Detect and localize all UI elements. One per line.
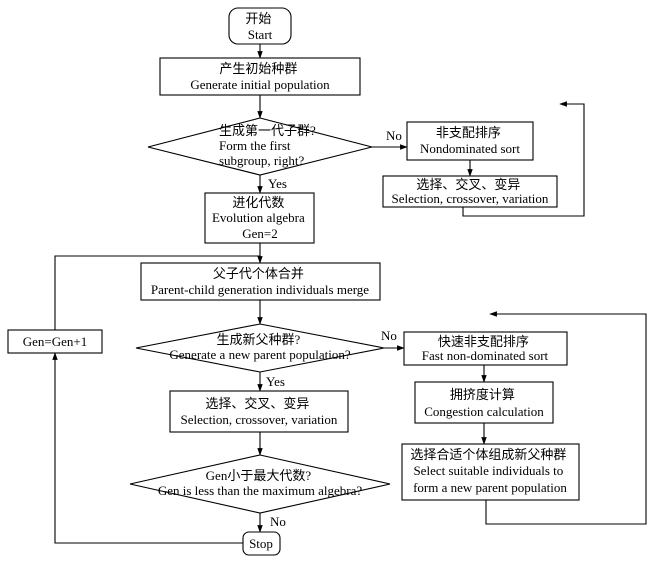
generate-population-box <box>159 57 361 96</box>
edge-gen-increment-to-merge <box>54 255 260 330</box>
yes-label-1: Yes <box>268 176 287 191</box>
stop-terminal <box>242 531 281 556</box>
nondominated-sort-box <box>406 121 534 161</box>
stop-label: Stop <box>249 536 273 551</box>
first-subgroup-decision <box>147 117 373 176</box>
edge-decision3-yes-loop <box>52 352 243 544</box>
fast-sort-label: 快速非支配排序 Fast non-dominated sort <box>422 334 549 363</box>
selection-top-box <box>382 175 558 208</box>
start-terminal <box>228 7 292 45</box>
connectors <box>52 44 647 544</box>
no-label-1: No <box>386 128 402 143</box>
gen-increment-box <box>7 329 103 354</box>
merge-label: 父子代个体合并 Parent-child generation individu… <box>151 266 369 297</box>
yes-label-2: Yes <box>266 374 285 389</box>
generate-population-label: 产生初始种群 Generate initial population <box>190 61 330 92</box>
nondominated-sort-label: 非支配排序 Nondominated sort <box>420 125 520 156</box>
edge-labels: No Yes No Yes No <box>266 128 402 529</box>
no-label-2: No <box>381 328 397 343</box>
selection-bottom-box <box>169 390 349 433</box>
node-labels: 开始 Start 产生初始种群 Generate initial populat… <box>23 11 569 551</box>
nodes <box>7 7 580 556</box>
new-parent-label: 生成新父种群? Generate a new parent population… <box>169 332 350 362</box>
gen-less-max-decision <box>129 454 391 514</box>
selection-top-label: 选择、交叉、变异 Selection, crossover, variation <box>392 177 549 206</box>
congestion-label: 拥挤度计算 Congestion calculation <box>424 387 544 419</box>
evolution-algebra-box <box>204 192 315 244</box>
select-individuals-label: 选择合适个体组成新父种群 Select suitable individuals… <box>410 447 569 495</box>
selection-bottom-label: 选择、交叉、变异 Selection, crossover, variation <box>181 396 338 427</box>
select-individuals-box <box>401 443 580 501</box>
congestion-box <box>414 381 554 424</box>
edge-select-loop-back <box>485 311 647 525</box>
gen-less-max-label: Gen小于最大代数? Gen is less than the maximum … <box>158 468 363 498</box>
start-label: 开始 Start <box>245 11 274 42</box>
edge-selection-loop-back <box>462 101 585 217</box>
no-label-3: No <box>270 514 286 529</box>
evolution-algebra-label: 进化代数 Evolution algebra Gen=2 <box>212 195 308 241</box>
first-subgroup-label: 生成第一代子群? Form the first subgroup, right? <box>219 123 319 168</box>
fast-sort-box <box>403 331 568 366</box>
new-parent-decision <box>135 323 385 373</box>
gen-increment-label: Gen=Gen+1 <box>23 334 87 349</box>
merge-box <box>140 262 381 301</box>
